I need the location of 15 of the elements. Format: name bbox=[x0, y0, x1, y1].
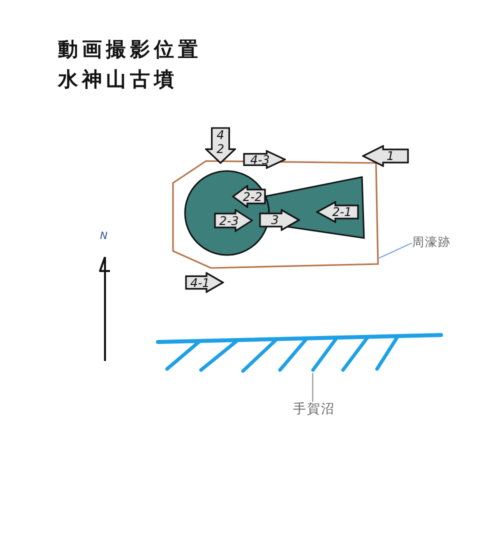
viewpoint-marker: 3 bbox=[259, 209, 300, 231]
leader-line bbox=[312, 372, 314, 402]
title: 動画撮影位置水神山古墳 bbox=[58, 36, 203, 93]
lake-shoreline bbox=[156, 332, 443, 373]
viewpoint-marker: 2-2 bbox=[232, 185, 266, 208]
viewpoint-marker: 4-3 bbox=[243, 150, 286, 169]
place-label: 周濠跡 bbox=[412, 235, 451, 250]
leader-line bbox=[378, 242, 412, 259]
viewpoint-marker: 4 2 bbox=[205, 127, 236, 164]
viewpoint-marker: 1 bbox=[362, 145, 409, 167]
place-label: 手賀沼 bbox=[293, 402, 335, 418]
north-label: N bbox=[100, 231, 108, 243]
viewpoint-marker: 4-1 bbox=[185, 272, 224, 293]
viewpoint-marker: 2-1 bbox=[316, 201, 359, 223]
viewpoint-marker: 2-3 bbox=[214, 209, 253, 232]
